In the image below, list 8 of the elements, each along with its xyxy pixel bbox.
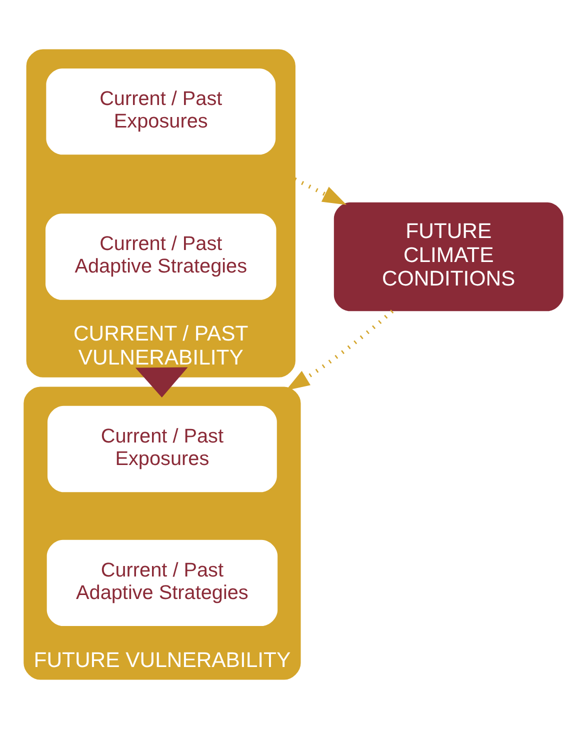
arrow <box>135 367 188 398</box>
node-box: Current / Past Adaptive Strategies <box>46 540 278 626</box>
arrow <box>286 310 394 391</box>
node-box: FUTURE CLIMATE CONDITIONS <box>334 202 564 312</box>
arrow <box>294 177 347 205</box>
node-box: Current / Past Exposures <box>48 406 277 492</box>
node-box: Current / Past Exposures <box>46 68 276 155</box>
node-box: Current / Past Adaptive Strategies <box>46 214 276 300</box>
